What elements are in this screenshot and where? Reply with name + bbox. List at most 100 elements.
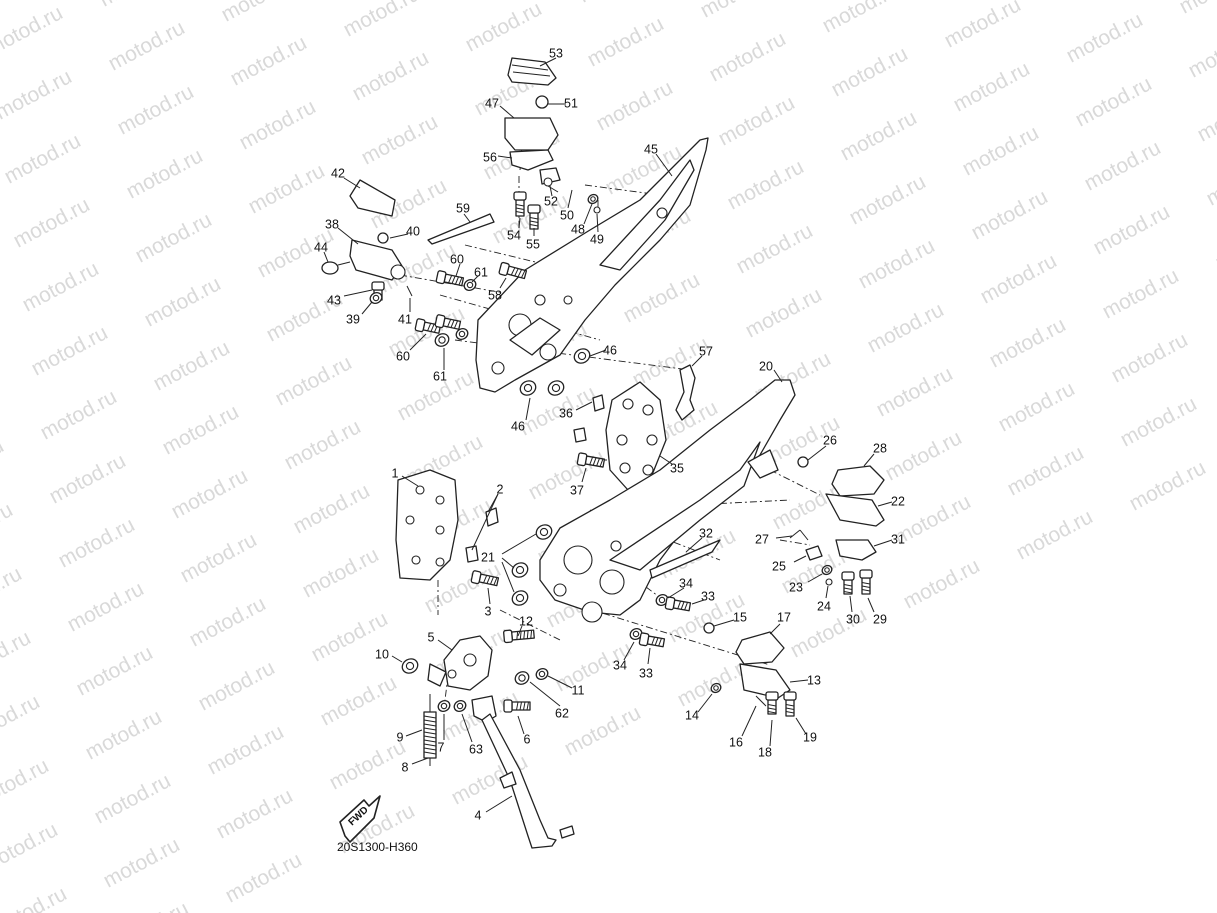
callout-leader: [461, 713, 473, 743]
callout-leader: [411, 757, 429, 765]
side-plate-1: [395, 469, 459, 581]
washer-34-bore: [632, 630, 640, 638]
clip-52: [547, 185, 559, 193]
callout-leader: [361, 301, 373, 315]
watermark-text: motod.ru: [236, 95, 320, 154]
watermark-text: motod.ru: [213, 784, 297, 843]
watermark-text: motod.ru: [0, 562, 26, 621]
bracket-slot: [509, 317, 561, 356]
pin-40: [377, 232, 389, 244]
watermark-text: motod.ru: [91, 769, 175, 828]
watermark-text: motod.ru: [0, 818, 62, 877]
watermark-text: motod.ru: [281, 415, 365, 474]
callout-leader: [575, 401, 593, 411]
watermark-text: motod.ru: [1194, 87, 1217, 146]
footrest-22: [825, 493, 885, 527]
callout-leader: [583, 203, 593, 225]
plate-hole: [616, 434, 628, 446]
watermark-text: motod.ru: [1212, 215, 1217, 274]
spring-coil: [423, 751, 437, 755]
watermark-text: motod.ru: [706, 27, 790, 86]
callout-number: 19: [803, 730, 817, 744]
cotter-pin-16: [755, 695, 767, 707]
spring-23-bore: [824, 567, 830, 573]
watermark-text: motod.ru: [0, 498, 17, 557]
callout-leader: [769, 623, 781, 635]
footpeg-rubber-28: [831, 465, 885, 497]
ball-49: [593, 206, 601, 214]
callout-number: 38: [325, 217, 339, 231]
callout-leader: [863, 453, 875, 467]
watermark-text: motod.ru: [995, 377, 1079, 436]
callout-number: 61: [474, 265, 488, 279]
watermark-text: motod.ru: [1108, 328, 1192, 387]
plate-hole: [411, 555, 421, 565]
bracket-hole: [656, 207, 668, 219]
callout-leader: [455, 263, 461, 277]
callout-number: 44: [314, 240, 328, 254]
callout-number: 27: [755, 532, 769, 546]
callout-number: 58: [488, 288, 502, 302]
watermark-text: motod.ru: [1176, 0, 1217, 18]
callout-leader: [567, 189, 573, 209]
watermark-text: motod.ru: [0, 65, 76, 124]
callout-number: 30: [846, 612, 860, 626]
callout-number: 6: [524, 732, 531, 746]
callout-leader: [517, 715, 525, 735]
callout-leader: [517, 625, 523, 637]
watermark-text: motod.ru: [819, 0, 903, 37]
bolt-60: [435, 270, 465, 287]
callout-number: 9: [397, 730, 404, 744]
watermark-text: motod.ru: [150, 336, 234, 395]
washer-34-bore: [658, 596, 666, 604]
spring-coil: [423, 723, 437, 727]
callout-leader: [497, 155, 513, 159]
bolt-29: [859, 569, 873, 595]
callout-leader: [518, 217, 521, 229]
stand-stopper: [499, 771, 517, 789]
bracket-hole: [563, 545, 593, 575]
bracket-hole: [539, 343, 557, 361]
bracket-hole: [553, 583, 567, 597]
watermark-text: motod.ru: [299, 543, 383, 602]
watermark-text: motod.ru: [245, 159, 329, 218]
bracket-hole: [463, 653, 477, 667]
callout-number: 35: [670, 461, 684, 475]
footrest-13: [739, 663, 791, 699]
watermark-text: motod.ru: [37, 385, 121, 444]
callout-leader: [539, 57, 557, 67]
footpeg-rubber-42: [349, 179, 396, 217]
bolt-shank: [337, 261, 351, 266]
callout-number: 40: [406, 224, 420, 238]
watermark-text: motod.ru: [828, 42, 912, 101]
callout-number: 8: [402, 760, 409, 774]
callout-leader: [529, 681, 561, 707]
footrest-bracket-31: [835, 539, 877, 561]
bolt-3: [470, 570, 500, 587]
callout-number: 56: [483, 150, 497, 164]
bush-46-bore: [551, 383, 561, 393]
callout-leader: [769, 719, 773, 747]
callout-leader: [691, 599, 705, 605]
ball-24: [825, 578, 833, 586]
callout-leader: [499, 105, 515, 119]
spring-48-bore: [590, 196, 596, 202]
watermark-text: motod.ru: [900, 554, 984, 613]
callout-number: 53: [549, 46, 563, 60]
callout-number: 41: [398, 312, 412, 326]
callout-number: 15: [733, 610, 747, 624]
callout-number: 33: [701, 589, 715, 603]
bolt-head-44: [321, 261, 339, 275]
bracket-hole: [563, 295, 573, 305]
watermark-text: motod.ru: [837, 106, 921, 165]
watermark-text: motod.ru: [0, 626, 35, 685]
spring-coil: [423, 747, 437, 751]
watermark-text: motod.ru: [82, 705, 166, 764]
callout-number: 36: [559, 406, 573, 420]
spring-coil: [423, 731, 437, 735]
pin-26: [797, 456, 809, 468]
watermark-text: motod.ru: [620, 268, 704, 327]
callout-leader: [401, 475, 419, 487]
plate-hole: [642, 404, 654, 416]
watermark-text: motod.ru: [1090, 200, 1174, 259]
